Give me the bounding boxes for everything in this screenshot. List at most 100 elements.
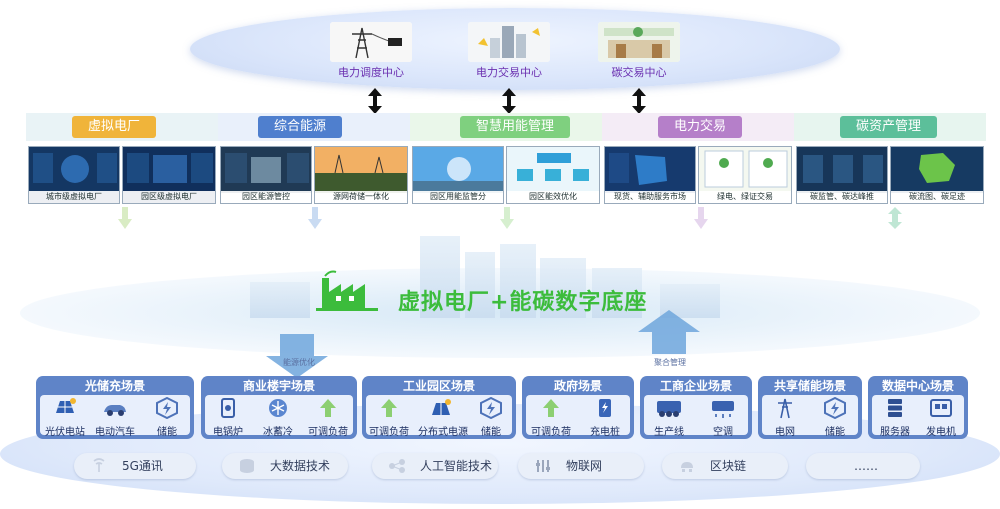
battery-storage-icon (156, 396, 178, 420)
scene-commercial-building[interactable]: 商业楼宇场景 电锅炉 冰蓄冷 可调负荷 (201, 376, 357, 439)
scene-item-label: 空调 (713, 427, 733, 438)
bidirectional-arrow-icon (368, 88, 382, 114)
trading-building-icon (468, 22, 550, 62)
scene-solar-storage-charging[interactable]: 光储充场景 光伏电站 电动汽车 储能 (36, 376, 194, 439)
scene-item: 电网 (762, 397, 808, 438)
scene-item-label: 充电桩 (590, 427, 620, 438)
iot-icon (536, 460, 550, 472)
city-building (465, 252, 495, 318)
scene-government[interactable]: 政府场景 可调负荷 充电桩 (522, 376, 634, 439)
dashboard-screenshot: 绿电、绿证交易 (698, 146, 792, 204)
dashboard-screenshot: 碳流图、碳足迹 (890, 146, 984, 204)
tech-label: 物联网 (566, 459, 603, 473)
scene-item: 可调负荷 (528, 397, 574, 438)
tech-more[interactable]: …… (806, 453, 920, 479)
electric-car-icon (104, 405, 126, 416)
tech-iot[interactable]: 物联网 (518, 453, 644, 479)
scene-body: 生产线 空调 (644, 395, 748, 438)
tech-blockchain[interactable]: 区块链 (662, 453, 788, 479)
adjustable-load-icon (381, 399, 397, 417)
platform-title[interactable]: 电力交易 (658, 116, 743, 138)
scene-item-label: 电锅炉 (213, 427, 243, 438)
screen-caption: 碳流图、碳足迹 (891, 191, 983, 203)
platform-power-trading: 电力交易 现货、辅助服务市场 绿电、绿证交易 (602, 113, 794, 205)
scene-body: 可调负荷 充电桩 (526, 395, 630, 438)
city-building (500, 244, 536, 318)
platform-integrated-energy: 综合能源 园区能源管控 源网荷储一体化 (218, 113, 410, 205)
scene-shared-storage[interactable]: 共享储能场景 电网 储能 (758, 376, 862, 439)
scene-industrial-park[interactable]: 工业园区场景 可调负荷 分布式电源 储能 (362, 376, 516, 439)
platform-smart-energy-management: 智慧用能管理 园区用能监管分 园区能效优化 (410, 113, 602, 205)
platform-carbon-asset-management: 碳资产管理 碳监管、碳达峰推 碳流图、碳足迹 (794, 113, 986, 205)
scene-title: 商业楼宇场景 (242, 379, 315, 393)
scene-item: 冰蓄冷 (255, 397, 301, 438)
scene-item: 可调负荷 (305, 397, 351, 438)
scene-title: 共享储能场景 (773, 379, 846, 393)
scene-item-label: 生产线 (654, 427, 684, 438)
tech-5g[interactable]: 5G通讯 (74, 453, 196, 479)
scene-item: 可调负荷 (366, 397, 412, 438)
power-trading-center: 电力交易中心 (464, 22, 554, 80)
scene-item: 发电机 (918, 397, 964, 438)
scene-data-center[interactable]: 数据中心场景 服务器 发电机 (868, 376, 968, 439)
screen-caption: 现货、辅助服务市场 (605, 191, 695, 203)
up-arrow-icon (638, 310, 700, 354)
down-arrow-icon (308, 207, 322, 229)
distributed-power-icon (432, 399, 451, 415)
scene-item-label: 电网 (775, 427, 795, 438)
bidirectional-arrow-icon (632, 88, 646, 114)
scene-item-label: 储能 (157, 427, 177, 438)
dashboard-screenshot: 城市级虚拟电厂 (28, 146, 120, 204)
platform-title[interactable]: 虚拟电厂 (72, 116, 157, 138)
ai-icon (389, 459, 405, 473)
solar-panel-icon (56, 398, 76, 413)
screen-caption: 园区能效优化 (507, 191, 599, 203)
scene-body: 可调负荷 分布式电源 储能 (366, 395, 512, 438)
scene-item: 生产线 (646, 397, 692, 438)
scene-item-label: 储能 (481, 427, 501, 438)
down-arrow-icon (500, 207, 514, 229)
tech-big-data[interactable]: 大数据技术 (222, 453, 348, 479)
scene-item: 电动汽车 (92, 397, 138, 438)
screen-caption: 绿电、绿证交易 (699, 191, 791, 203)
bidirectional-arrow-icon (502, 88, 516, 114)
down-arrow-icon (118, 207, 132, 229)
scene-item-label: 可调负荷 (531, 427, 571, 438)
battery-storage-icon (824, 396, 846, 420)
scene-item-label: 光伏电站 (45, 427, 85, 438)
platform-title[interactable]: 碳资产管理 (840, 116, 938, 138)
dashboard-screenshot: 园区用能监管分 (412, 146, 504, 204)
scene-item: 光伏电站 (42, 397, 88, 438)
charging-pile-icon (599, 399, 611, 417)
down-arrow-icon (694, 207, 708, 229)
scene-title: 政府场景 (553, 379, 602, 393)
scene-item: 储能 (812, 396, 858, 438)
scene-item-label: 储能 (825, 427, 845, 438)
scene-commercial-enterprise[interactable]: 工商企业场景 生产线 空调 (640, 376, 752, 439)
aggregation-note: 聚合管理 (654, 358, 686, 367)
dashboard-screenshot: 园区能源管控 (220, 146, 312, 204)
tech-label: 人工智能技术 (420, 459, 493, 473)
center-label: 电力调度中心 (338, 66, 404, 79)
scene-item-label: 分布式电源 (418, 427, 468, 438)
scene-body: 电网 储能 (762, 395, 858, 438)
adjustable-load-icon (543, 399, 559, 417)
dashboard-screenshot: 园区能效优化 (506, 146, 600, 204)
platform-title[interactable]: 智慧用能管理 (460, 116, 571, 138)
big-data-icon (240, 459, 254, 473)
screen-caption: 碳监管、碳达峰推 (797, 191, 887, 203)
platform-title[interactable]: 综合能源 (258, 116, 343, 138)
tech-ai[interactable]: 人工智能技术 (372, 453, 498, 479)
dashboard-screenshot: 园区级虚拟电厂 (122, 146, 216, 204)
dashboard-screenshot: 现货、辅助服务市场 (604, 146, 696, 204)
blockchain-icon (681, 462, 693, 472)
power-grid-icon (778, 398, 792, 419)
tech-label: 区块链 (710, 459, 747, 473)
platform-row: 虚拟电厂 城市级虚拟电厂 园区级虚拟电厂 综合能源 园区能源管控 源网荷储一体化 (26, 113, 986, 205)
scene-item-label: 冰蓄冷 (263, 427, 293, 438)
optimization-note: 能源优化 (283, 358, 315, 367)
center-label: 碳交易中心 (611, 66, 667, 79)
up-down-arrow-icon (888, 207, 902, 229)
air-conditioner-icon (712, 401, 734, 418)
adjustable-load-icon (320, 399, 336, 417)
